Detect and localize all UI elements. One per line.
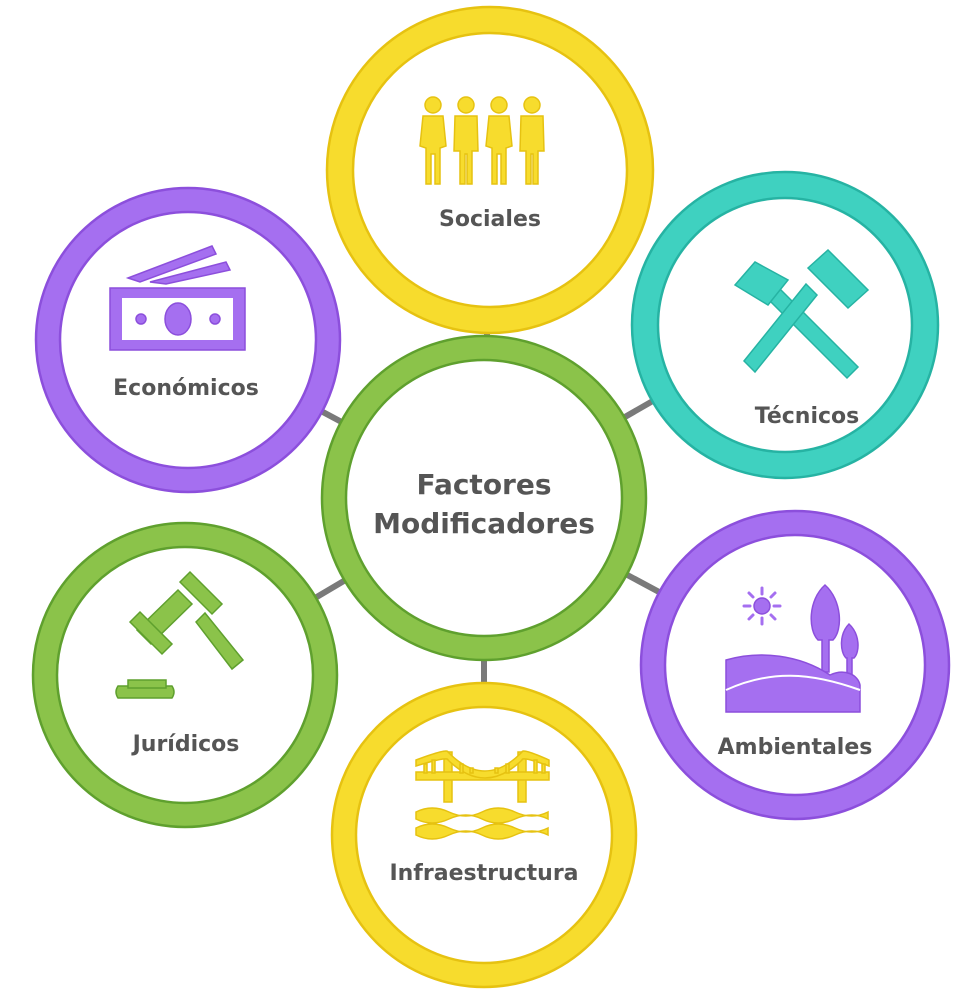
ring-juridicos-edge-inner [55, 545, 315, 805]
ring-infraestructura-edge-outer [330, 681, 638, 989]
landscape-icon [725, 583, 861, 713]
ring-economicos-edge-inner [58, 210, 318, 470]
ring-economicos-edge-outer [34, 186, 342, 494]
label-economicos: Económicos [113, 376, 259, 401]
node-tecnicos[interactable]: Técnicos [630, 170, 940, 480]
people-group-icon [419, 96, 545, 185]
ring-tecnicos-edge-inner [656, 196, 914, 454]
label-ambientales: Ambientales [718, 735, 873, 760]
ring-tecnicos-edge-outer [630, 170, 940, 480]
money-icon [109, 245, 246, 351]
node-center[interactable]: Factores Modificadores [320, 334, 648, 662]
center-title-line1: Factores [416, 468, 551, 501]
ring-sociales-edge-inner [351, 31, 629, 309]
label-juridicos: Jurídicos [131, 732, 240, 757]
label-tecnicos: Técnicos [755, 404, 860, 429]
ring-infraestructura-edge-inner [354, 705, 614, 965]
node-infraestructura[interactable]: Infraestructura [330, 681, 638, 989]
node-juridicos[interactable]: Jurídicos [31, 521, 339, 829]
node-economicos[interactable]: Económicos [34, 186, 342, 494]
ring-juridicos-edge-outer [31, 521, 339, 829]
label-sociales: Sociales [439, 207, 541, 232]
ring-ambientales-edge-inner [663, 533, 927, 797]
ring-center [322, 336, 646, 660]
node-sociales[interactable]: Sociales [325, 5, 655, 335]
label-infraestructura: Infraestructura [389, 861, 578, 886]
ring-ambientales-edge-outer [639, 509, 951, 821]
ring-sociales [327, 7, 653, 333]
ring-center-edge-outer [320, 334, 648, 662]
ring-juridicos [33, 523, 337, 827]
gavel-icon [115, 570, 245, 699]
center-title-line2: Modificadores [373, 507, 595, 540]
bridge-icon [415, 750, 550, 840]
crossed-hammers-icon [733, 248, 870, 380]
ring-sociales-edge-outer [325, 5, 655, 335]
ring-center-edge-inner [344, 358, 624, 638]
node-ambientales[interactable]: Ambientales [639, 509, 951, 821]
